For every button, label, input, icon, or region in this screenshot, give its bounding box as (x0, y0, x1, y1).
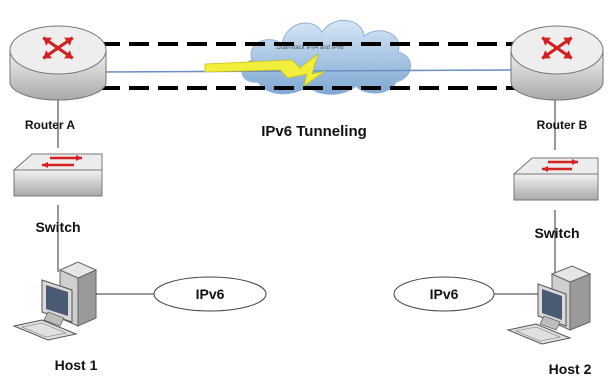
tunnel-label: IPv6 Tunneling (261, 123, 367, 140)
router-icon (510, 25, 604, 101)
host-2[interactable] (506, 265, 592, 345)
router-a-label: Router A (25, 118, 76, 132)
cloud-caption: Dual-stack IPv4 and IPv6 (276, 45, 344, 51)
switch-a-label: Switch (35, 219, 80, 235)
ipv6-left-label: IPv6 (196, 286, 225, 302)
router-a[interactable] (9, 25, 107, 101)
ipv6-bubble-right: IPv6 (393, 276, 495, 312)
host-2-label: Host 2 (549, 361, 592, 377)
router-b[interactable] (510, 25, 604, 101)
switch-b[interactable] (512, 157, 599, 201)
switch-b-label: Switch (534, 225, 579, 241)
cloud-icon (241, 19, 411, 95)
ipv6-bubble-left: IPv6 (153, 276, 267, 312)
switch-icon (512, 157, 599, 201)
host-1-label: Host 1 (55, 357, 98, 373)
ipv6-right-label: IPv6 (430, 286, 459, 302)
desktop-computer-icon (12, 261, 98, 341)
router-icon (9, 25, 107, 101)
switch-a[interactable] (12, 153, 103, 197)
switch-icon (12, 153, 103, 197)
desktop-computer-icon (506, 265, 592, 345)
host-1[interactable] (12, 261, 98, 341)
lightning-icon (204, 52, 326, 87)
router-b-label: Router B (537, 118, 588, 132)
